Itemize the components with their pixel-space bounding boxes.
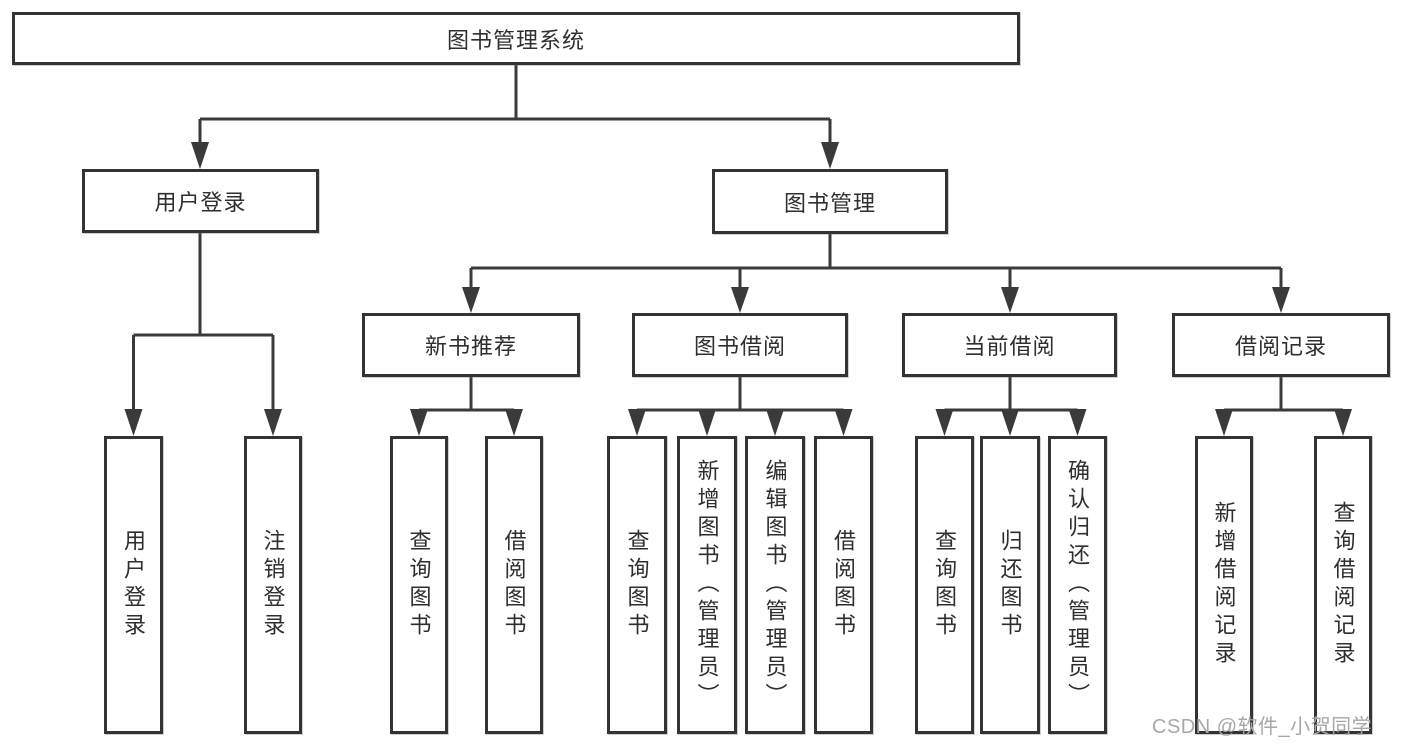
- arrowhead-icon: [1272, 287, 1290, 313]
- leaf-query-borrow-record: 查询借阅记录: [1314, 436, 1372, 734]
- node-user-login-label: 用户登录: [154, 190, 247, 215]
- arrowhead-icon: [766, 409, 784, 436]
- edge-bookmgmt-to-level3: [469, 234, 1283, 289]
- leaf-return-books: 归还图书: [980, 436, 1040, 734]
- arrowhead-icon: [628, 409, 646, 436]
- edge-userlogin-to-leaves: [132, 233, 275, 411]
- edge-currentborrow-to-leaves: [944, 377, 1078, 412]
- edge-bookborrow-to-leaves: [637, 377, 844, 412]
- node-book-borrowing-label: 图书借阅: [693, 334, 786, 359]
- leaf-add-book-admin-label: 新增图书（管理员）: [694, 459, 720, 711]
- leaf-edit-book-admin-label: 编辑图书（管理员）: [762, 459, 788, 711]
- leaf-logout: 注销登录: [244, 436, 302, 734]
- leaf-query-books-borrowing: 查询图书: [607, 436, 667, 734]
- node-borrowing-records-label: 借阅记录: [1234, 334, 1327, 359]
- arrowheads: [124, 142, 1352, 436]
- node-root-label: 图书管理系统: [446, 27, 585, 53]
- leaf-query-books-recommend: 查询图书: [390, 436, 448, 734]
- leaf-edit-book-admin: 编辑图书（管理员）: [745, 436, 805, 734]
- arrowhead-icon: [821, 142, 839, 169]
- leaf-borrow-books-borrowing: 借阅图书: [814, 436, 873, 734]
- leaf-return-books-label: 归还图书: [997, 529, 1023, 641]
- leaf-query-books-current-label: 查询图书: [932, 529, 958, 641]
- node-book-management-label: 图书管理: [783, 190, 876, 216]
- edge-borrowrecords-to-leaves: [1224, 377, 1343, 412]
- leaf-borrow-books-borrowing-label: 借阅图书: [831, 529, 857, 641]
- node-current-borrowing-label: 当前借阅: [963, 334, 1056, 359]
- leaf-logout-label: 注销登录: [260, 529, 286, 641]
- arrowhead-icon: [505, 409, 523, 436]
- edge-root-to-level2: [198, 65, 832, 145]
- arrowhead-icon: [264, 409, 282, 436]
- arrowhead-icon: [935, 409, 954, 436]
- arrowhead-icon: [1334, 409, 1352, 436]
- leaf-add-book-admin: 新增图书（管理员）: [677, 436, 737, 734]
- arrowhead-icon: [1068, 409, 1087, 436]
- leaf-add-borrow-record: 新增借阅记录: [1195, 436, 1253, 734]
- node-book-borrowing: 图书借阅: [632, 313, 848, 377]
- watermark: CSDN @软件_小贺同学: [1152, 716, 1373, 738]
- arrowhead-icon: [410, 409, 428, 436]
- arrowhead-icon: [1215, 409, 1233, 436]
- arrowhead-icon: [1001, 409, 1019, 436]
- leaf-user-login-label: 用户登录: [121, 529, 147, 641]
- node-current-borrowing: 当前借阅: [902, 313, 1117, 377]
- leaf-borrow-books-recommend: 借阅图书: [485, 436, 543, 734]
- edge-newbook-to-leaves: [419, 377, 514, 412]
- leaf-confirm-return-admin-label: 确认归还（管理员）: [1065, 459, 1091, 711]
- leaf-query-books-current: 查询图书: [915, 436, 974, 734]
- arrowhead-icon: [124, 409, 143, 436]
- leaf-query-books-borrowing-label: 查询图书: [624, 529, 650, 641]
- node-book-management: 图书管理: [712, 169, 948, 234]
- leaf-query-books-recommend-label: 查询图书: [406, 529, 432, 641]
- node-root: 图书管理系统: [12, 12, 1020, 65]
- arrowhead-icon: [1001, 287, 1019, 313]
- leaf-confirm-return-admin: 确认归还（管理员）: [1048, 436, 1107, 734]
- leaf-add-borrow-record-label: 新增借阅记录: [1211, 501, 1237, 669]
- leaf-borrow-books-recommend-label: 借阅图书: [501, 529, 527, 641]
- arrowhead-icon: [191, 142, 209, 169]
- arrowhead-icon: [834, 409, 853, 436]
- leaf-query-borrow-record-label: 查询借阅记录: [1330, 501, 1356, 669]
- node-new-book-recommendation-label: 新书推荐: [424, 334, 517, 359]
- arrowhead-icon: [462, 287, 480, 313]
- node-new-book-recommendation: 新书推荐: [362, 313, 580, 377]
- node-borrowing-records: 借阅记录: [1172, 313, 1390, 377]
- arrowhead-icon: [698, 409, 716, 436]
- arrowhead-icon: [731, 287, 749, 313]
- node-user-login: 用户登录: [82, 169, 319, 233]
- leaf-user-login: 用户登录: [104, 436, 163, 734]
